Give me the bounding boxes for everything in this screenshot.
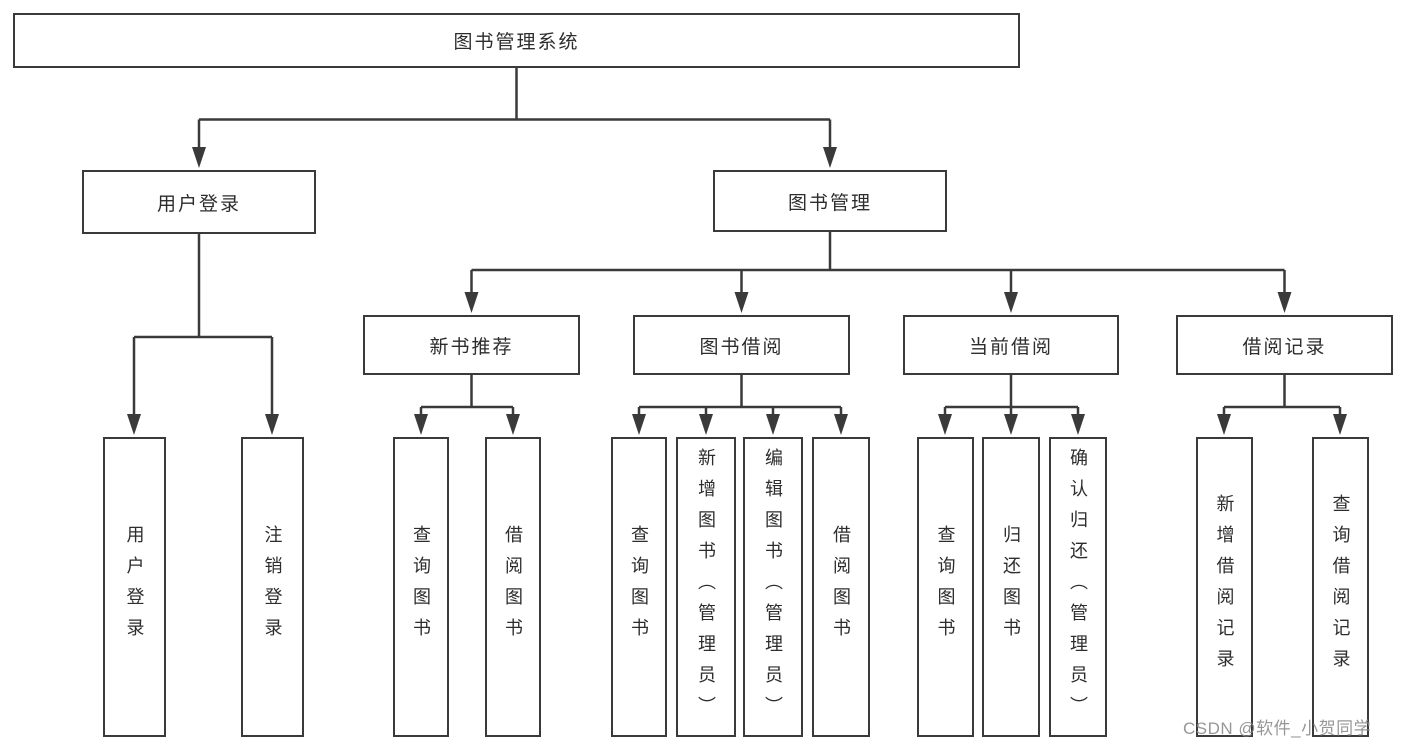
- leaf-logout: 注销登录: [241, 437, 304, 737]
- leaf-label: 确认归还（管理员）: [1068, 447, 1088, 727]
- borrow-record-node: 借阅记录: [1176, 315, 1393, 375]
- user-login-node: 用户登录: [82, 170, 316, 234]
- leaf-label: 归还图书: [1001, 525, 1021, 649]
- new-book-recommend-label: 新书推荐: [429, 336, 514, 358]
- book-borrow-label: 图书借阅: [699, 336, 784, 358]
- new-book-recommend-node: 新书推荐: [363, 315, 580, 375]
- leaf-label: 查询图书: [935, 525, 956, 649]
- user-login-label: 用户登录: [156, 193, 241, 215]
- leaf-query-book-borrow: 查询图书: [611, 437, 667, 737]
- leaf-confirm-return-admin: 确认归还（管理员）: [1049, 437, 1107, 737]
- leaf-label: 新增图书（管理员）: [696, 447, 716, 727]
- leaf-borrow-book-recommend: 借阅图书: [485, 437, 541, 737]
- current-borrow-label: 当前借阅: [968, 336, 1053, 358]
- leaf-query-book-current: 查询图书: [917, 437, 974, 737]
- leaf-logout-label: 注销登录: [262, 525, 283, 649]
- leaf-label: 查询借阅记录: [1330, 494, 1351, 680]
- leaf-user-login-label: 用户登录: [124, 525, 145, 649]
- leaf-label: 查询图书: [411, 525, 431, 649]
- leaf-label: 新增借阅记录: [1214, 494, 1235, 680]
- leaf-user-login: 用户登录: [103, 437, 166, 737]
- leaf-edit-book-admin: 编辑图书（管理员）: [743, 437, 803, 737]
- leaf-add-book-admin: 新增图书（管理员）: [676, 437, 736, 737]
- leaf-label: 借阅图书: [503, 525, 523, 649]
- csdn-watermark: CSDN @软件_小贺同学: [1183, 719, 1372, 738]
- system-root-label: 图书管理系统: [453, 32, 580, 53]
- borrow-record-label: 借阅记录: [1242, 336, 1327, 358]
- book-borrow-node: 图书借阅: [633, 315, 850, 375]
- leaf-label: 编辑图书（管理员）: [763, 447, 783, 727]
- leaf-label: 借阅图书: [831, 525, 851, 649]
- leaf-borrow-book: 借阅图书: [812, 437, 870, 737]
- book-management-label: 图书管理: [787, 192, 872, 214]
- current-borrow-node: 当前借阅: [903, 315, 1119, 375]
- leaf-query-borrow-record: 查询借阅记录: [1312, 437, 1369, 737]
- leaf-add-borrow-record: 新增借阅记录: [1196, 437, 1253, 737]
- leaf-query-book-recommend: 查询图书: [393, 437, 449, 737]
- system-root-node: 图书管理系统: [13, 13, 1020, 68]
- book-management-node: 图书管理: [713, 170, 947, 232]
- leaf-label: 查询图书: [629, 525, 649, 649]
- leaf-return-book: 归还图书: [982, 437, 1040, 737]
